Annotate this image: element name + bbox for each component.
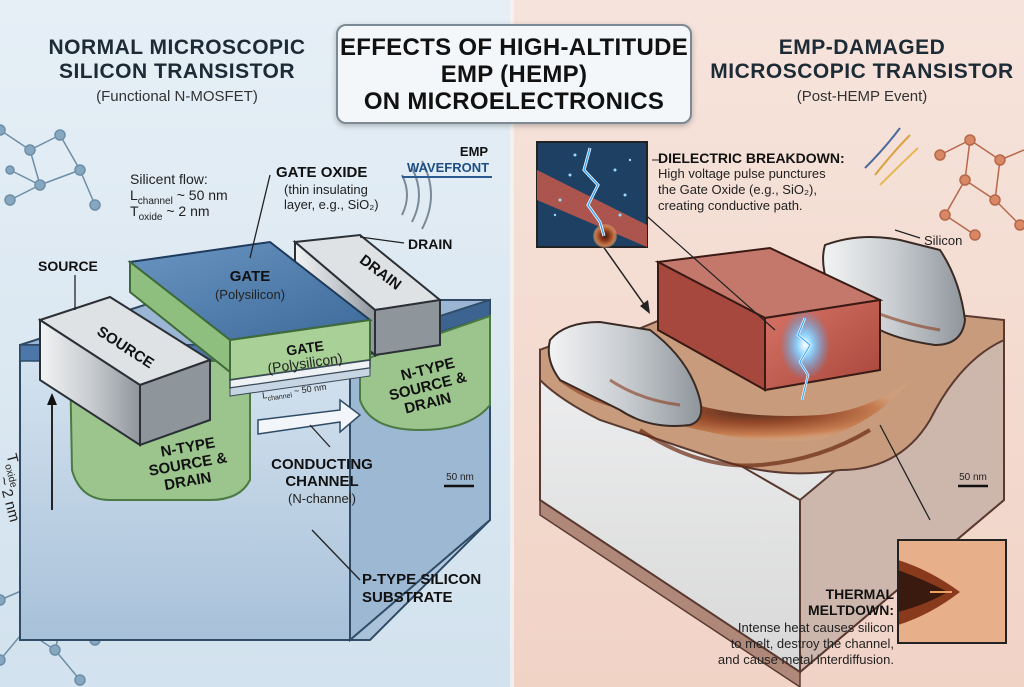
gate-top-sublabel: (Polysilicon) [214, 287, 286, 302]
flow-toxide: Toxide ~ 2 nm [130, 204, 290, 225]
conducting-channel-arrow [257, 398, 362, 435]
thermal-title-1: THERMAL [825, 586, 894, 602]
emp-label-1: EMP [459, 144, 489, 159]
flow-lchannel: Lchannel ~ 50 nm [130, 188, 290, 209]
lchannel-sub: channel [267, 392, 293, 403]
thermal-meltdown-inset [897, 539, 1007, 644]
left-subheading: (Functional N-MOSFET) [96, 88, 258, 105]
drain-callout: DRAIN [408, 236, 453, 252]
right-heading-line-2: MICROSCOPIC TRANSISTOR [710, 60, 1014, 83]
main-title-line-1: EFFECTS OF HIGH-ALTITUDE [339, 34, 689, 61]
scale-label-left: 50 nm [446, 472, 474, 483]
lattice-icon-top-right [934, 134, 1024, 241]
flow-l-symbol: L [130, 187, 138, 203]
n-type-well-right [359, 314, 491, 432]
spark-glow [780, 310, 830, 380]
main-title-line-2: EMP (HEMP) [440, 61, 588, 88]
emp-wave-icon [401, 160, 432, 230]
flow-l-sub: channel [137, 195, 173, 207]
flow-t-sub: oxide [138, 211, 163, 223]
gate-oxide-desc-1: (thin insulating [284, 182, 368, 197]
flow-t-value: ~ 2 nm [162, 203, 210, 219]
dielectric-desc-1: High voltage pulse punctures [658, 166, 826, 181]
gate-top-label: GATE [229, 268, 271, 285]
left-heading-line-2: SILICON TRANSISTOR [58, 60, 296, 83]
source-callout: SOURCE [38, 258, 98, 274]
silicon-label: Silicon [924, 233, 963, 248]
gate-oxide-desc-2: layer, e.g., SiO₂) [284, 197, 379, 212]
thermal-desc-3: and cause metal interdiffusion. [717, 652, 894, 667]
emp-label-2: WAVEFRONT [406, 160, 490, 175]
right-subheading: (Post-HEMP Event) [796, 88, 928, 105]
normal-transistor-diagram [19, 174, 491, 643]
main-title-line-3: ON MICROELECTRONICS [363, 88, 665, 115]
panel-divider [510, 0, 514, 687]
lchannel-value: ~ 50 nm [290, 381, 328, 397]
scale-label-right: 50 nm [959, 472, 987, 483]
lattice-icon-top-left [0, 124, 101, 211]
main-title-box: EFFECTS OF HIGH-ALTITUDE EMP (HEMP) ON M… [336, 24, 692, 124]
left-heading-line-1: NORMAL MICROSCOPIC [48, 36, 306, 59]
conducting-label-2: CHANNEL [285, 473, 359, 490]
emp-flare-icon [864, 127, 919, 186]
flow-title: Silicent flow: [130, 171, 208, 187]
dielectric-desc-3: creating conductive path. [658, 198, 803, 213]
right-heading-line-1: EMP-DAMAGED [778, 36, 946, 59]
substrate-label-1: P-TYPE SILICON [362, 571, 482, 588]
substrate-label-2: SUBSTRATE [362, 589, 453, 606]
dielectric-desc-2: the Gate Oxide (e.g., SiO₂), [658, 182, 817, 197]
conducting-label-3: (N-channel) [288, 491, 356, 506]
dielectric-breakdown-inset [536, 141, 648, 248]
flow-t-symbol: T [130, 203, 139, 219]
gate-oxide-title: GATE OXIDE [276, 164, 368, 181]
thermal-title-2: MELTDOWN: [807, 602, 894, 618]
dielectric-title: DIELECTRIC BREAKDOWN: [658, 150, 845, 166]
thermal-desc-1: Intense heat causes silicon [737, 620, 894, 635]
melted-source-contact [547, 320, 703, 427]
thermal-desc-2: to melt, destroy the channel, [730, 636, 894, 651]
conducting-label-1: CONDUCTING [271, 456, 373, 473]
flow-l-value: ~ 50 nm [172, 187, 228, 203]
damaged-transistor-diagram [539, 159, 1005, 687]
